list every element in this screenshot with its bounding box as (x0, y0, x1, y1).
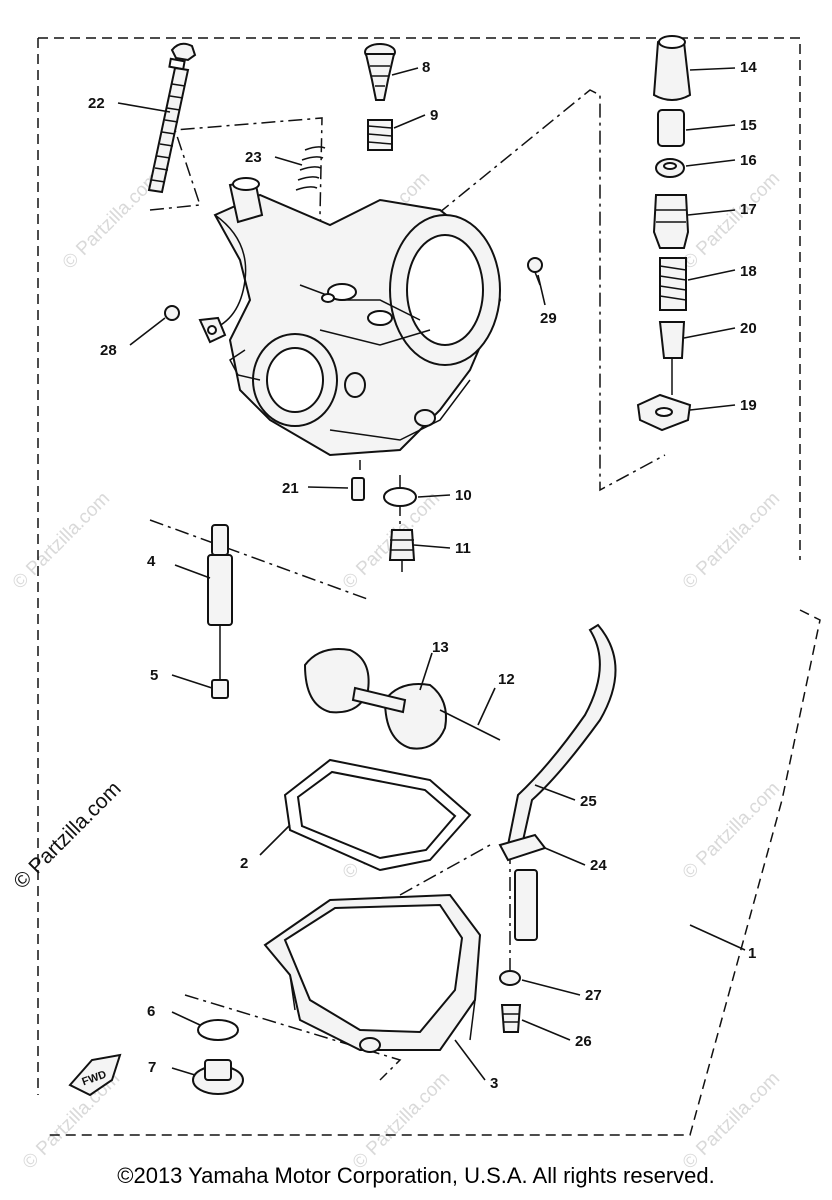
part-17-housing (652, 194, 690, 249)
part-6-o-ring (197, 1019, 239, 1041)
watermark: © Partzilla.com (679, 168, 784, 273)
callout-25: 25 (580, 793, 597, 810)
callout-22: 22 (88, 95, 105, 112)
callout-10: 10 (455, 487, 472, 504)
part-24-bracket (498, 833, 547, 941)
part-25-hose (506, 623, 617, 846)
watermark: © Partzilla.com (679, 778, 784, 883)
part-3-float-bowl (263, 893, 482, 1053)
part-4-nozzle (207, 524, 233, 680)
callout-24: 24 (590, 857, 607, 874)
callout-13: 13 (432, 639, 449, 656)
callout-28: 28 (100, 342, 117, 359)
callout-17: 17 (740, 201, 757, 218)
part-19-plate (636, 393, 692, 432)
part-22-adjust-screw (147, 42, 197, 194)
callout-1: 1 (748, 945, 756, 962)
callout-7: 7 (148, 1059, 156, 1076)
part-27-washer (499, 970, 521, 986)
callout-26: 26 (575, 1033, 592, 1050)
copyright-footer: ©2013 Yamaha Motor Corporation, U.S.A. A… (117, 1163, 715, 1188)
callout-21: 21 (282, 480, 299, 497)
part-26-screw (500, 1004, 522, 1033)
part-11-needle-jet (388, 529, 416, 572)
fwd-arrow-icon: FWD (68, 1053, 122, 1097)
callout-20: 20 (740, 320, 757, 337)
callout-labels: 1 2 3 4 5 6 7 8 9 10 11 12 13 14 15 16 1… (88, 59, 757, 1092)
carburetor-body (209, 177, 502, 457)
callout-29: 29 (540, 310, 557, 327)
callout-18: 18 (740, 263, 757, 280)
part-28-screw (164, 305, 227, 344)
watermark: © Partzilla.com (59, 168, 164, 273)
callout-12: 12 (498, 671, 515, 688)
leader-lines (117, 67, 746, 1081)
part-5-jet (211, 679, 229, 699)
part-7-drain-plug (192, 1059, 244, 1095)
assembly-frame (37, 37, 821, 1136)
watermark: © Partzilla.com (679, 1068, 784, 1173)
watermark: © Partzilla.com (9, 488, 114, 593)
callout-8: 8 (422, 59, 430, 76)
callout-23: 23 (245, 149, 262, 166)
watermark: © Partzilla.com (679, 488, 784, 593)
callout-5: 5 (150, 667, 158, 684)
callout-19: 19 (740, 397, 757, 414)
part-9-spring (367, 119, 393, 151)
part-20-plunger (658, 321, 686, 395)
part-16-nut (655, 158, 685, 178)
part-12-needle (439, 709, 501, 741)
callout-16: 16 (740, 152, 757, 169)
part-13-float (303, 648, 447, 750)
callout-9: 9 (430, 107, 438, 124)
callout-2: 2 (240, 855, 248, 872)
part-23-spring (295, 146, 326, 191)
callout-6: 6 (147, 1003, 155, 1020)
part-2-gasket (283, 758, 472, 872)
callout-14: 14 (740, 59, 757, 76)
part-10-washer (383, 487, 417, 507)
part-8-pilot-screw (364, 43, 396, 101)
callout-27: 27 (585, 987, 602, 1004)
part-14-cap (652, 35, 692, 101)
part-15-sleeve (657, 109, 685, 147)
watermark: © Partzilla.com (349, 1068, 454, 1173)
part-21-jet (351, 477, 365, 501)
callout-4: 4 (147, 553, 156, 570)
side-watermark: © Partzilla.com (9, 777, 125, 893)
callout-15: 15 (740, 117, 757, 134)
callout-11: 11 (455, 540, 471, 557)
part-18-spring (659, 257, 687, 311)
callout-3: 3 (490, 1075, 498, 1092)
